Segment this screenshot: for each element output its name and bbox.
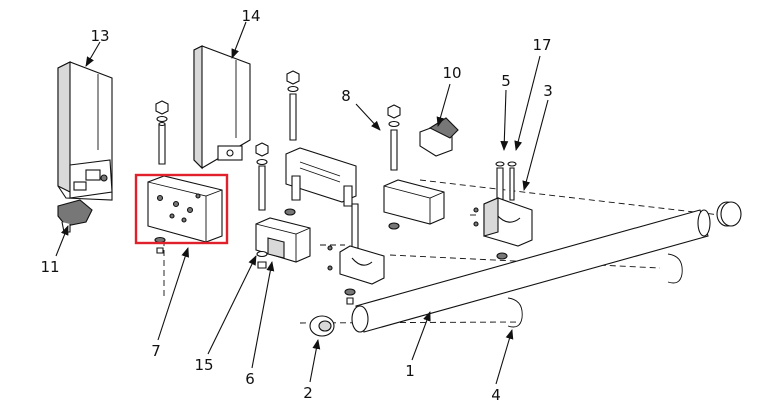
part-8-column-b bbox=[383, 104, 445, 230]
part-8-bracket bbox=[284, 147, 359, 249]
callout-10: 10 bbox=[442, 64, 461, 82]
part-11-lever bbox=[57, 199, 93, 233]
callout-8: 8 bbox=[341, 87, 351, 105]
part-10-hinge bbox=[419, 117, 459, 157]
callout-4: 4 bbox=[491, 386, 501, 404]
callout-6: 6 bbox=[245, 370, 255, 388]
tube-end-cap bbox=[716, 201, 742, 227]
part-6-block bbox=[255, 217, 311, 269]
callout-13: 13 bbox=[90, 27, 109, 45]
part-13-bracket bbox=[57, 61, 113, 201]
callout-15: 15 bbox=[194, 356, 213, 374]
callout-14: 14 bbox=[241, 7, 260, 25]
center-saddle-clamp bbox=[327, 245, 385, 305]
callout-1: 1 bbox=[405, 362, 415, 380]
part-7-stack bbox=[147, 100, 223, 254]
callout-17: 17 bbox=[532, 36, 551, 54]
part-4-u-bolts bbox=[507, 253, 683, 328]
part-2-end-cap bbox=[309, 315, 335, 337]
callout-11: 11 bbox=[40, 258, 59, 276]
bolts-column-a bbox=[255, 70, 300, 211]
callout-2: 2 bbox=[303, 384, 313, 402]
part-1-tube bbox=[351, 209, 711, 333]
callout-5: 5 bbox=[501, 72, 511, 90]
part-3-saddle-assembly bbox=[473, 161, 533, 260]
part-14-plate bbox=[193, 45, 251, 170]
highlight-box bbox=[134, 173, 229, 245]
leader-lines bbox=[55, 21, 549, 385]
callout-3: 3 bbox=[543, 82, 553, 100]
callout-7: 7 bbox=[151, 342, 161, 360]
callout-labels: 13 14 8 10 5 17 3 11 7 15 6 2 1 4 bbox=[40, 7, 552, 404]
